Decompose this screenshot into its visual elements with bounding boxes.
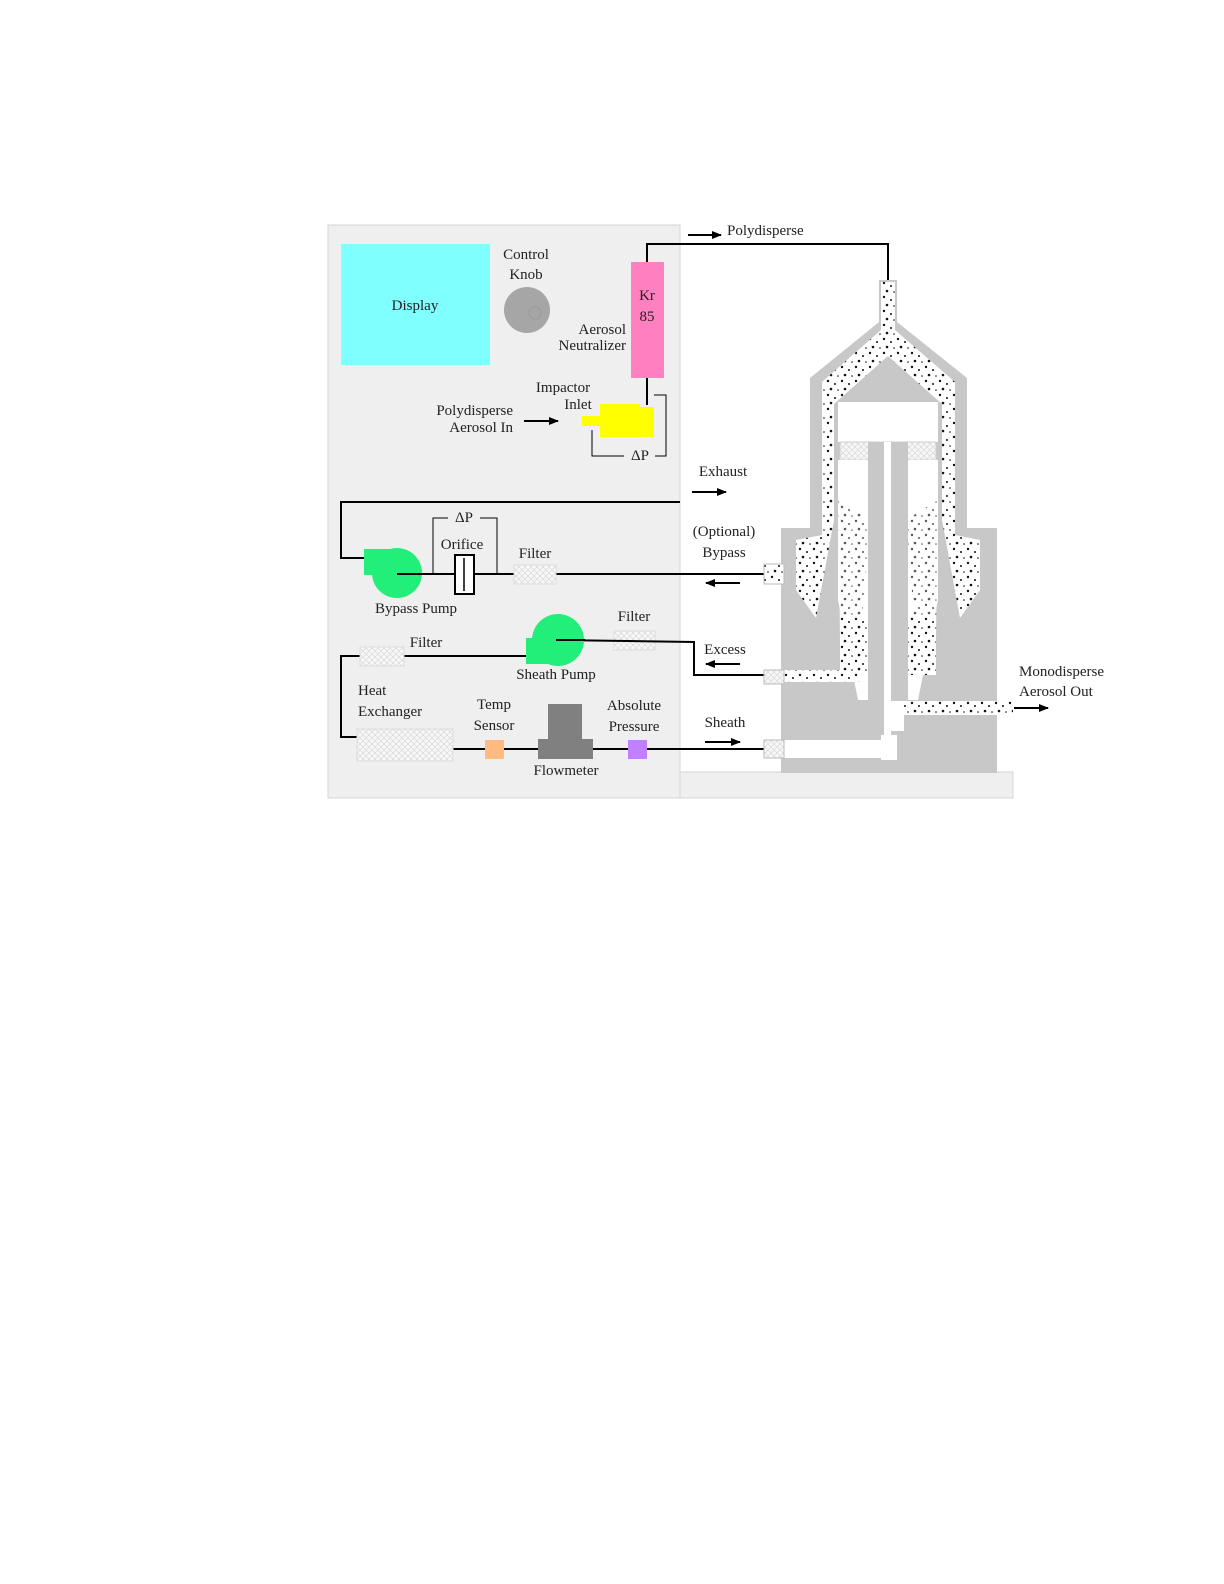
orifice-label: Orifice	[441, 537, 484, 553]
absolute-pressure-sensor	[628, 740, 647, 759]
control-knob-label-2: Knob	[509, 267, 542, 283]
sheath-pump-label: Sheath Pump	[516, 667, 596, 683]
temp-sensor	[485, 740, 504, 759]
control-knob-label-1: Control	[503, 247, 549, 263]
poly-in-label-2: Aerosol In	[449, 420, 513, 436]
excess-label: Excess	[704, 642, 746, 658]
impactor-label-1: Impactor	[536, 380, 590, 396]
monodisperse-label-2: Aerosol Out	[1019, 684, 1094, 700]
sheath-label: Sheath	[705, 715, 746, 731]
flowmeter-label: Flowmeter	[534, 763, 599, 779]
poly-in-label-1: Polydisperse	[436, 403, 513, 419]
absolute-pressure-label-1: Absolute	[607, 698, 662, 714]
exhaust-label: Exhaust	[699, 464, 748, 480]
polydisperse-out-label: Polydisperse	[727, 223, 804, 239]
bypass-pump-label: Bypass Pump	[375, 601, 457, 617]
absolute-pressure-label-2: Pressure	[609, 719, 660, 735]
bypass-filter	[514, 565, 556, 584]
heat-exchanger	[357, 729, 453, 761]
neutralizer-label-1: Aerosol	[579, 322, 627, 338]
impactor-dp-label: ΔP	[631, 448, 649, 464]
kr-number-label: 85	[640, 309, 655, 325]
polydisperse-line	[647, 244, 888, 285]
sheath-filter-label: Filter	[618, 609, 651, 625]
impactor-label-2: Inlet	[564, 397, 592, 413]
recirc-filter	[360, 647, 404, 666]
dma-column	[764, 280, 1013, 773]
display-label: Display	[392, 298, 439, 314]
optional-bypass-label-2: Bypass	[702, 545, 746, 561]
control-knob	[504, 287, 550, 333]
neutralizer-label-2: Neutralizer	[559, 338, 626, 354]
heat-exchanger-label-1: Heat	[358, 683, 387, 699]
kr-label: Kr	[639, 288, 655, 304]
optional-bypass-label-1: (Optional)	[693, 524, 755, 540]
orifice	[455, 555, 474, 594]
orifice-dp-label: ΔP	[455, 510, 473, 526]
recirc-filter-label: Filter	[410, 635, 443, 651]
temp-sensor-label-1: Temp	[477, 697, 511, 713]
heat-exchanger-label-2: Exchanger	[358, 704, 422, 720]
bypass-filter-label: Filter	[519, 546, 552, 562]
monodisperse-label-1: Monodisperse	[1019, 664, 1104, 680]
temp-sensor-label-2: Sensor	[474, 718, 515, 734]
column-base	[680, 772, 1013, 798]
